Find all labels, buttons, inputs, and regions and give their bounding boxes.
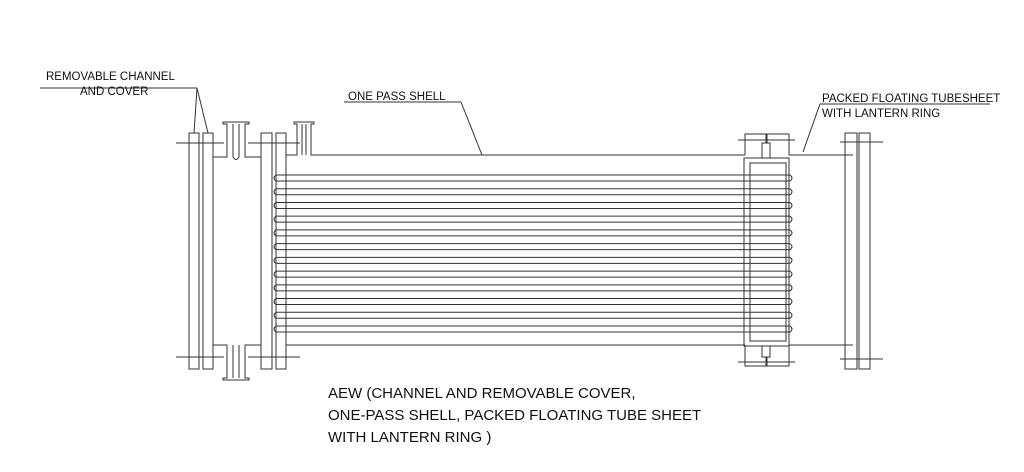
label-floating-line1: PACKED FLOATING TUBESHEET xyxy=(822,93,1000,105)
leader-lines xyxy=(40,87,990,156)
caption-line2: ONE-PASS SHELL, PACKED FLOATING TUBE SHE… xyxy=(328,407,701,424)
tube xyxy=(273,215,793,223)
tube xyxy=(273,311,793,319)
tube xyxy=(273,243,793,251)
tube xyxy=(273,298,793,306)
tube xyxy=(273,270,793,278)
tube xyxy=(273,188,793,196)
tube xyxy=(273,229,793,237)
caption-line3: WITH LANTERN RING ) xyxy=(328,429,491,446)
caption-line1: AEW (CHANNEL AND REMOVABLE COVER, xyxy=(328,385,636,402)
tube xyxy=(273,284,793,292)
label-shell: ONE PASS SHELL xyxy=(348,91,446,103)
tube xyxy=(273,174,793,182)
tube-bundle xyxy=(273,174,793,333)
label-channel-line1: REMOVABLE CHANNEL xyxy=(46,71,175,83)
channel-cover xyxy=(176,132,224,370)
floating-tubesheet xyxy=(738,133,853,367)
shell xyxy=(286,121,745,346)
tube xyxy=(273,256,793,264)
label-channel-line2: AND COVER xyxy=(80,86,148,98)
label-floating-line2: WITH LANTERN RING xyxy=(822,108,940,120)
tube xyxy=(273,325,793,333)
rear-cover xyxy=(840,132,883,370)
channel xyxy=(213,121,300,381)
tube xyxy=(273,201,793,209)
